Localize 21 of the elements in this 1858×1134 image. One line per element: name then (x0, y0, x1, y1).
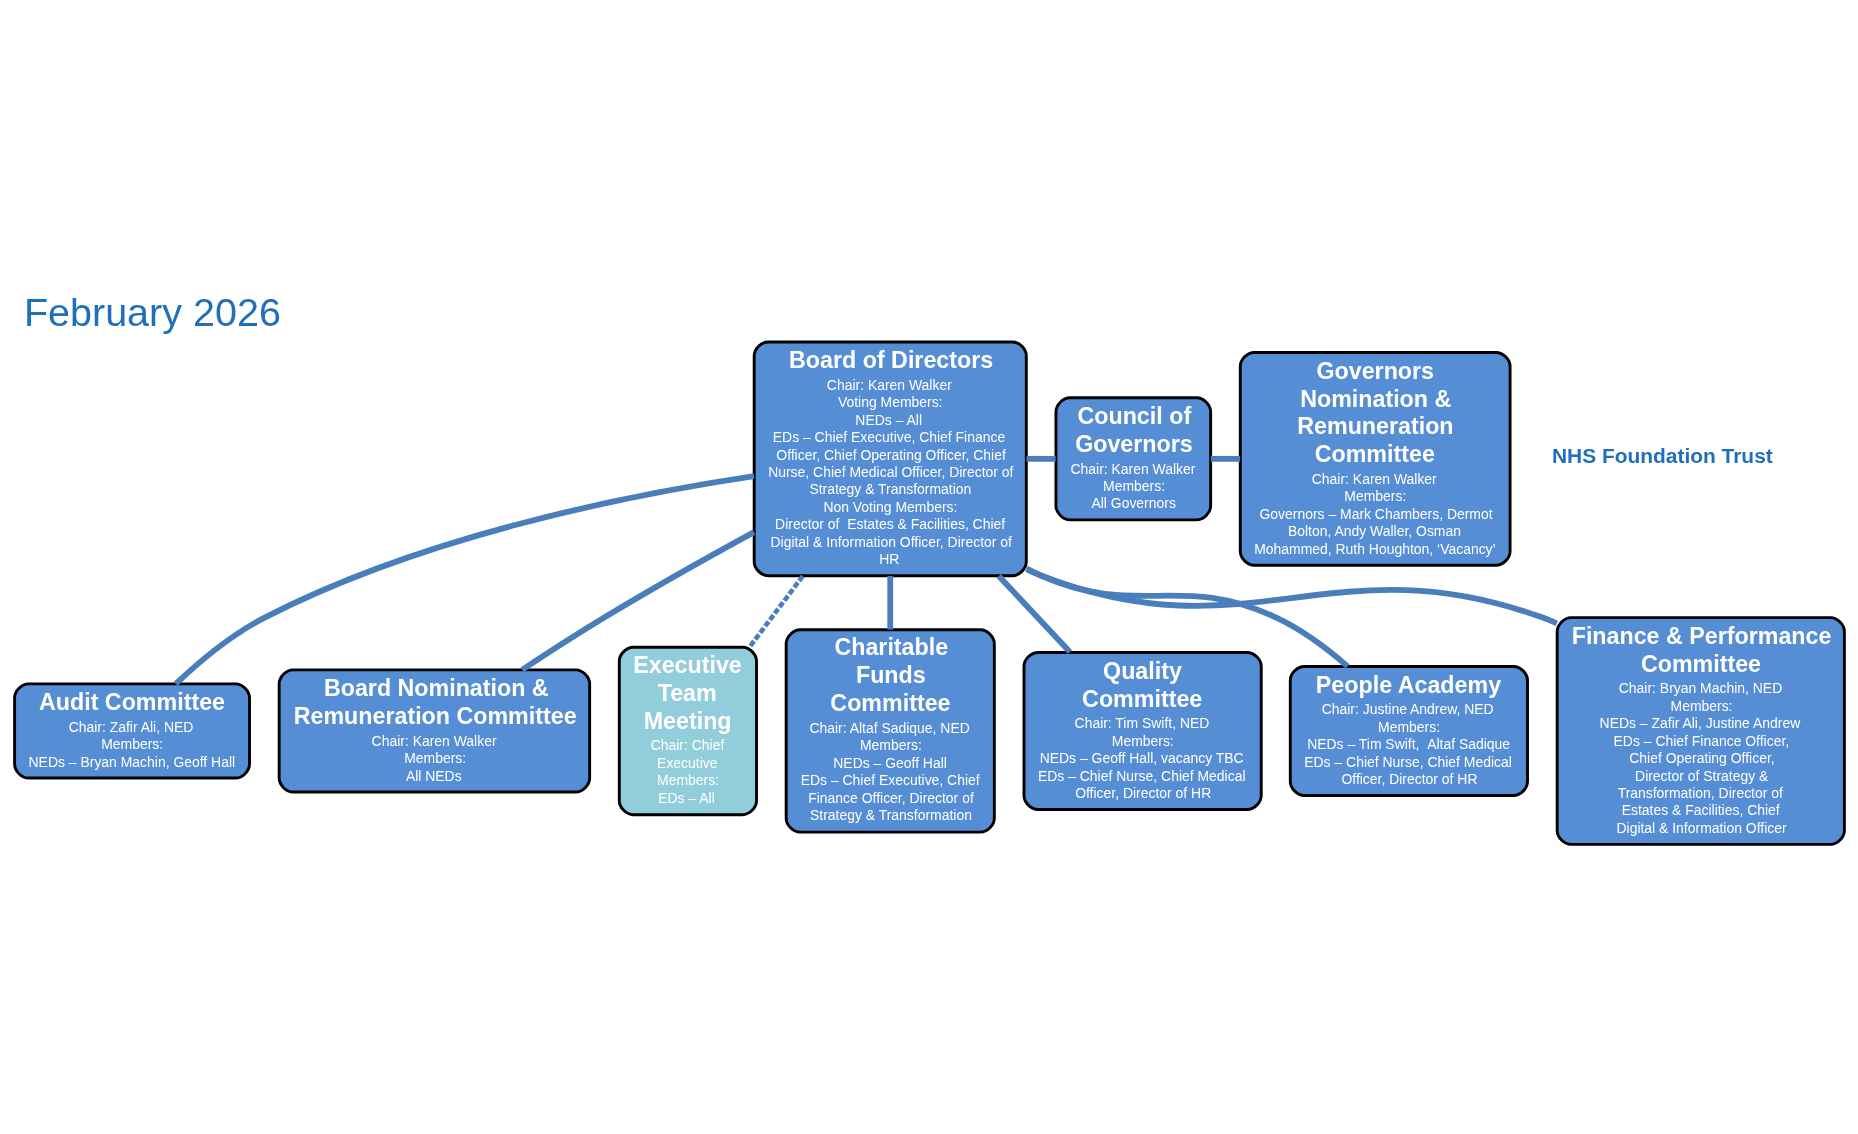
node-box: People Academy Chair: Justine Andrew, NED Members: NEDs – Tim Swift, Altaf Sadique EDs – Chief Nurse, Chief Medical Officer, Director of HR (1288, 664, 1529, 797)
label: NHS Foundation Trust (1551, 443, 1773, 467)
node-box: Board Nomination & Remuneration Committee Chair: Karen Walker Members: All NEDs (277, 668, 591, 794)
node-box: Quality Committee Chair: Tim Swift, NED Members: NEDs – Geoff Hall, vacancy TBC EDs – Chief Nurse, Chief Medical Officer, Director of HR (1022, 651, 1263, 811)
node-box: Charitable Funds Committee Chair: Altaf Sadique, NED Members: NEDs – Geoff Hall EDs – Chief Executive, Chief Finance Officer, Director of Strategy & Transformation (784, 628, 996, 834)
node-box: Audit Committee Chair: Zafir Ali, NED Members: NEDs – Bryan Machin, Geoff Hall (12, 682, 251, 780)
node-box: Executive Team Meeting Chair: Chief Executive Members: EDs – All (617, 645, 758, 817)
node-box: Finance & Performance Committee Chair: Bryan Machin, NED Members: NEDs – Zafir Ali, Justine Andrew EDs – Chief Finance Officer, Chief Operating Officer, Director of Strategy & Transformation, Director of Estates & Facilities, Chief Digital & Information Officer (1555, 616, 1846, 846)
connector (996, 574, 1072, 655)
connector (747, 574, 805, 649)
connector (1024, 565, 1350, 669)
diagram-title: February 2026 (23, 289, 281, 334)
connector (173, 473, 754, 686)
node-box: Governors Nomination & Remuneration Committee Chair: Karen Walker Members: Governors – Mark Chambers, Dermot Bolton, Andy Waller, Osman Mohammed, Ruth Houghton, ‘Vacancy’ (1238, 351, 1512, 567)
connector (886, 576, 893, 630)
node-box: Council of Governors Chair: Karen Walker Members: All Governors (1054, 396, 1212, 522)
connector (1026, 455, 1056, 462)
connector (1210, 455, 1240, 462)
connector (1025, 566, 1558, 626)
node-box: Board of Directors Chair: Karen Walker Voting Members: NEDs – All EDs – Chief Executive, Chief Finance Officer, Chief Operating Officer, Chief Nurse, Chief Medical Officer, Director of Strategy & Transformation Non Voting Members: Director of Estates & Facilities, Chief Digital & Information Officer, Director of HR (752, 340, 1028, 578)
connector (520, 529, 755, 673)
